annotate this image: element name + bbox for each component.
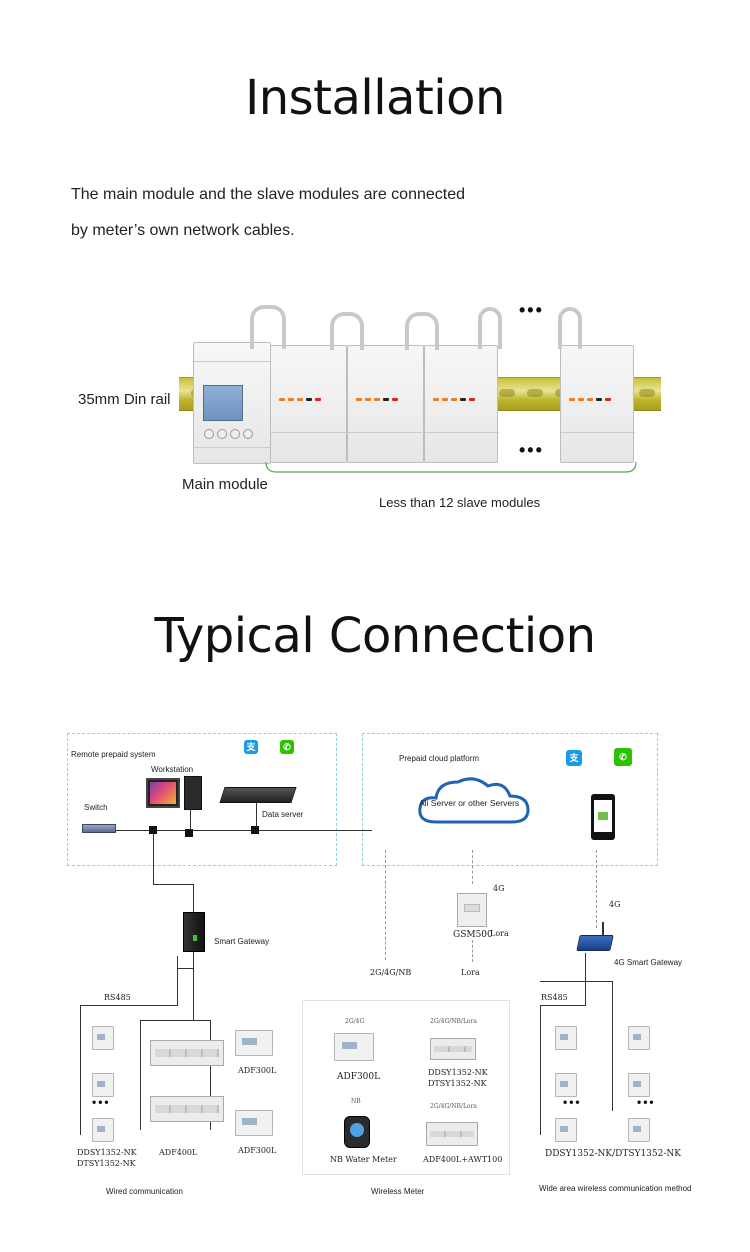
wide-meter-1 <box>555 1026 577 1050</box>
monitor-icon <box>146 778 180 808</box>
adf400l-top <box>150 1040 224 1066</box>
wireless-meter-box <box>302 1000 510 1175</box>
slave-module-last <box>560 345 635 463</box>
gsm-4g-label: 4G <box>493 884 505 893</box>
wide-ellipsis-right: ••• <box>637 1095 656 1109</box>
data-server-label: Data server <box>262 810 304 819</box>
wide-caption: Wide area wireless communication method <box>539 1184 692 1193</box>
wechat-icon: ✆ <box>280 740 294 754</box>
remote-box-title: Remote prepaid system <box>71 750 156 759</box>
wireless-adf300l-label: ADF300L <box>337 1072 381 1082</box>
4g-gateway-label: 4G Smart Gateway <box>614 958 683 967</box>
wired-meter-2 <box>92 1073 114 1097</box>
gsm-lora-label: Lora <box>490 929 509 938</box>
alipay-icon: 支 <box>566 750 582 766</box>
4g-gateway-icon <box>576 935 614 951</box>
smart-gateway-label: Smart Gateway <box>214 937 270 946</box>
lan-node <box>149 826 157 834</box>
slave-module-1 <box>270 345 348 463</box>
switch-label: Switch <box>84 803 108 812</box>
remote-prepaid-box <box>67 733 337 866</box>
wide-ellipsis-left: ••• <box>563 1095 582 1109</box>
lan-node <box>185 829 193 837</box>
connection-title: Typical Connection <box>154 608 596 664</box>
wide-model-label: DDSY1352-NK/DTSY1352-NK <box>545 1149 681 1159</box>
intro-line-2: by meter’s own network cables. <box>71 222 295 239</box>
wired-caption: Wired communication <box>106 1187 183 1196</box>
wired-model-2: DTSY1352-NK <box>77 1159 136 1168</box>
adf300l-bottom-label: ADF300L <box>238 1146 277 1155</box>
ellipsis-bottom: ••• <box>519 440 544 460</box>
wireless-ddsy-meter <box>430 1038 476 1060</box>
water-net: NB <box>351 1098 361 1105</box>
slave-brace <box>265 461 637 473</box>
gsm500-device <box>457 893 487 927</box>
link-2g4gnb <box>385 850 386 960</box>
adf400l-bottom <box>150 1096 224 1122</box>
switch-icon <box>82 824 116 833</box>
wide-meter-3 <box>555 1118 577 1142</box>
wired-ellipsis: ••• <box>92 1095 111 1109</box>
wide-meter-5 <box>628 1073 650 1097</box>
wide-meter-4 <box>628 1026 650 1050</box>
lan-bus <box>116 830 372 831</box>
lan-node <box>251 826 259 834</box>
intro-line-1: The main module and the slave modules ar… <box>71 186 466 203</box>
slave-count-label: Less than 12 slave modules <box>379 495 541 510</box>
adf400l-label: ADF400L <box>159 1148 198 1157</box>
wireless-adf400 <box>426 1122 478 1146</box>
smart-gateway-icon <box>183 912 205 952</box>
adf300l-net: 2G/4G <box>345 1018 365 1025</box>
smartphone-icon <box>591 794 615 840</box>
wired-model-1: DDSY1352-NK <box>77 1148 137 1157</box>
cloud-platform-box <box>362 733 658 866</box>
ellipsis-top: ••• <box>519 300 544 320</box>
network-cable <box>405 312 439 350</box>
adf300l-top-label: ADF300L <box>238 1066 277 1075</box>
slave-module-2 <box>347 345 425 463</box>
nb-water-meter-label: NB Water Meter <box>330 1155 397 1164</box>
wireless-caption: Wireless Meter <box>371 1187 425 1196</box>
cloud-icon <box>418 777 530 824</box>
workstation-label: Workstation <box>151 765 194 774</box>
slave-module-3 <box>424 345 499 463</box>
network-cable <box>330 312 364 350</box>
wireless-adf300l <box>334 1033 374 1061</box>
network-2g4gnb-label: 2G/4G/NB <box>370 968 412 977</box>
gsm500-label: GSM500 <box>453 930 493 940</box>
network-cable <box>250 305 286 349</box>
adf300l-bottom <box>235 1110 273 1136</box>
main-module-label: Main module <box>182 476 268 493</box>
pc-tower-icon <box>184 776 202 810</box>
adf400-net: 2G/4G/NB/Lora <box>430 1103 477 1110</box>
network-cable <box>478 307 502 349</box>
alipay-icon: 支 <box>244 740 258 754</box>
gateway-4g-signal: 4G <box>609 900 621 909</box>
server-icon <box>219 787 297 803</box>
wired-meter-1 <box>92 1026 114 1050</box>
main-module <box>193 342 272 464</box>
wireless-ddsy-model-2: DTSY1352-NK <box>428 1079 487 1088</box>
network-cable <box>558 307 582 349</box>
wechat-icon: ✆ <box>614 748 632 766</box>
wired-rs485-label: RS485 <box>104 993 131 1002</box>
cloud-box-title: Prepaid cloud platform <box>399 754 480 763</box>
wireless-ddsy-model-1: DDSY1352-NK <box>428 1068 488 1077</box>
wide-meter-2 <box>555 1073 577 1097</box>
wide-rs485-label: RS485 <box>541 993 568 1002</box>
wide-meter-6 <box>628 1118 650 1142</box>
ddsy-net: 2G/4G/NB/Lora <box>430 1018 477 1025</box>
rail-label: 35mm Din rail <box>78 391 171 408</box>
lora-bottom-label: Lora <box>461 968 480 977</box>
adf400-awt100-label: ADF400L+AWT100 <box>423 1155 503 1164</box>
adf300l-top <box>235 1030 273 1056</box>
installation-title: Installation <box>245 70 505 126</box>
cloud-label: Ali Server or other Servers <box>419 798 520 808</box>
nb-water-meter-icon <box>344 1116 370 1148</box>
wired-meter-3 <box>92 1118 114 1142</box>
